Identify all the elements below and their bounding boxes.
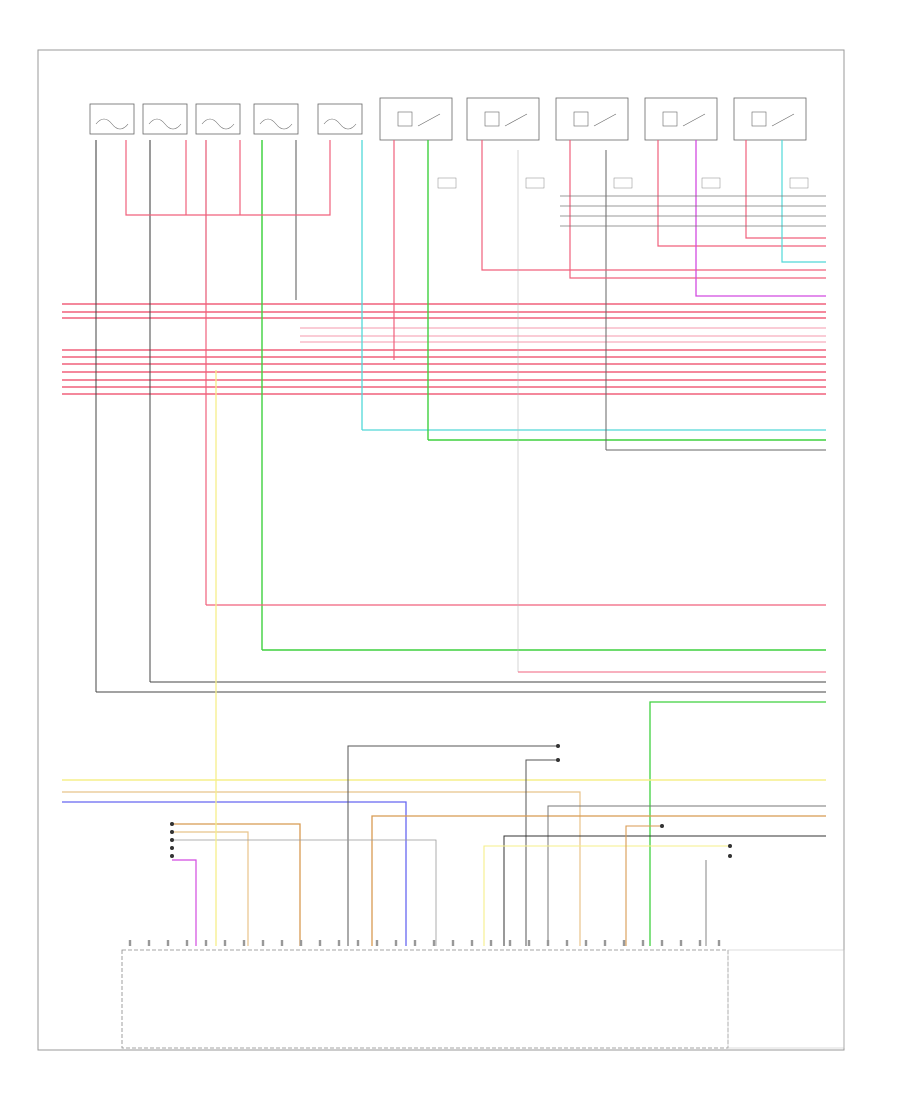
module-pin [717, 940, 721, 946]
splice-dot [170, 830, 174, 834]
relay-feed-wire [569, 140, 826, 279]
ground-icon [437, 177, 457, 189]
module-pin [166, 940, 170, 946]
module-pin [565, 940, 569, 946]
module-pins [128, 940, 721, 946]
tan-wire [62, 791, 581, 946]
module-pin [451, 940, 455, 946]
fuse-icon [317, 103, 363, 135]
module-pin [546, 940, 550, 946]
module-pin [242, 940, 246, 946]
module-pin [185, 940, 189, 946]
wire-harness [62, 140, 826, 946]
module-pin [489, 940, 493, 946]
fuse-icon [142, 103, 188, 135]
splice-dot [556, 758, 560, 762]
gray-wire [547, 805, 826, 946]
fuse-group-left [89, 103, 363, 135]
module-pin [394, 940, 398, 946]
relay-feed-wire [657, 140, 826, 247]
tan-wire [172, 831, 249, 946]
yellow-wire [483, 845, 730, 946]
relay-group [379, 97, 807, 141]
splice-dot [170, 846, 174, 850]
module-pin [128, 940, 132, 946]
relay-feed-wire [481, 140, 826, 271]
magenta-wire [695, 140, 826, 297]
splice-dot [170, 822, 174, 826]
splice-dot [170, 854, 174, 858]
splice-dot [660, 824, 664, 828]
ground-icon [789, 177, 809, 189]
module-pin [432, 940, 436, 946]
control-module [121, 949, 845, 1049]
module-legend-box [727, 949, 845, 1049]
relay-icon [466, 97, 540, 141]
splice-dot [728, 844, 732, 848]
module-pin [508, 940, 512, 946]
splice-dot [170, 838, 174, 842]
module-pin [527, 940, 531, 946]
module-pin [603, 940, 607, 946]
module-pin [261, 940, 265, 946]
module-pin [147, 940, 151, 946]
module-pin [280, 940, 284, 946]
module-pin [584, 940, 588, 946]
ground-icon [613, 177, 633, 189]
black-wire [503, 835, 826, 946]
module-pin [356, 940, 360, 946]
module-pin [641, 940, 645, 946]
module-pin [375, 940, 379, 946]
orange-wire [172, 823, 301, 946]
module-pin [698, 940, 702, 946]
module-pin [337, 940, 341, 946]
module-pin [223, 940, 227, 946]
module-pin [299, 940, 303, 946]
relay-icon [733, 97, 807, 141]
module-pin [660, 940, 664, 946]
ground-icon [701, 177, 721, 189]
black-wire [525, 759, 558, 946]
splice-dot [556, 744, 560, 748]
relay-feed-wire [745, 140, 826, 239]
blue-wire [62, 801, 407, 946]
black-wire [347, 745, 558, 946]
relay-icon [379, 97, 453, 141]
module-pin [622, 940, 626, 946]
module-pin [470, 940, 474, 946]
fuse-icon [89, 103, 135, 135]
orange-wire [625, 825, 662, 946]
module-pin [204, 940, 208, 946]
gray-wire [172, 839, 437, 946]
red-wire [125, 140, 331, 216]
splice-dot [728, 854, 732, 858]
module-pin [413, 940, 417, 946]
orange-wire [371, 815, 826, 946]
diagram-frame [37, 49, 845, 1051]
magenta-wire [172, 859, 197, 946]
module-outline [121, 949, 729, 1049]
relay-icon [555, 97, 629, 141]
fuse-icon [195, 103, 241, 135]
ground-icon [525, 177, 545, 189]
module-pin [679, 940, 683, 946]
fuse-icon [253, 103, 299, 135]
module-pin [318, 940, 322, 946]
cyan-wire [781, 140, 826, 263]
ground-icons [437, 177, 809, 189]
relay-icon [644, 97, 718, 141]
green-wire [649, 701, 826, 946]
